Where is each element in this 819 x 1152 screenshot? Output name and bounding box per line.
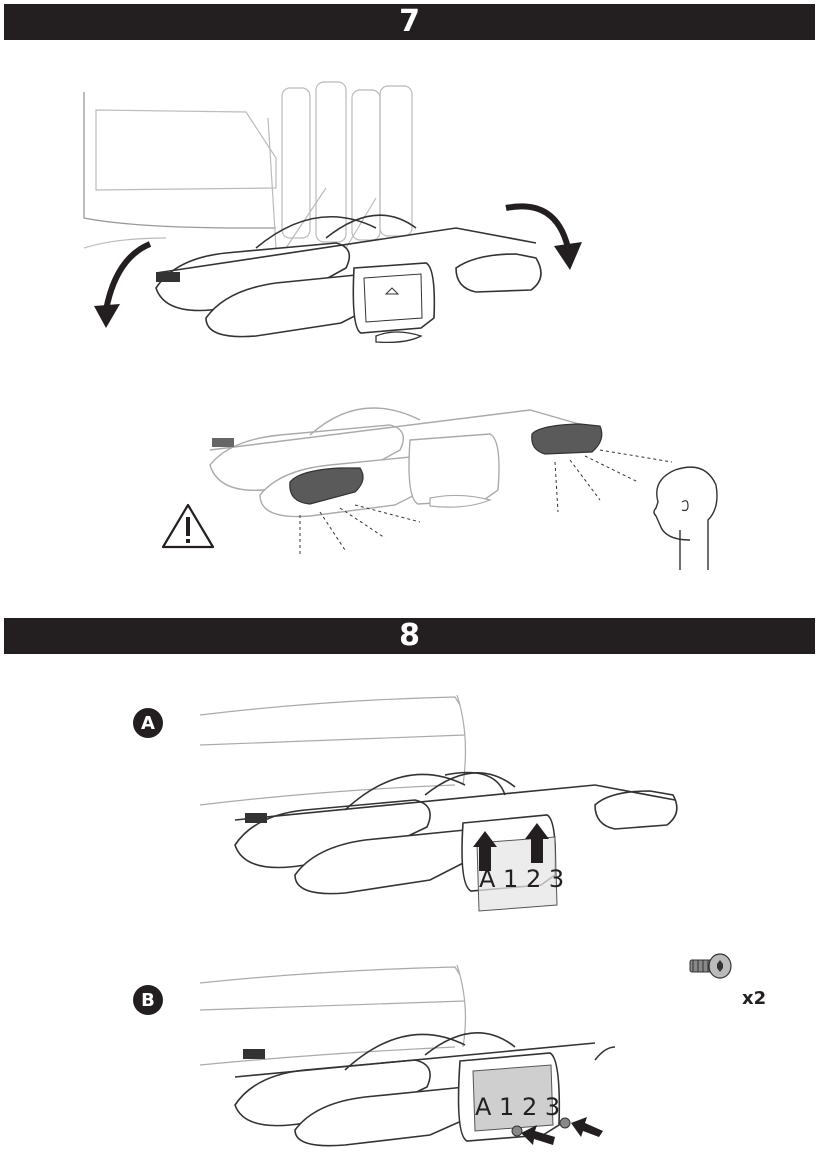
plate-screw-illustration: A 1 2 3	[199, 965, 615, 1147]
screw-icon	[689, 953, 732, 979]
sub-step-label: A	[141, 712, 155, 734]
step-8-header: 8	[4, 618, 815, 654]
step-7-header: 7	[4, 4, 815, 40]
step-number: 7	[399, 4, 420, 39]
screw-quantity: x2	[742, 988, 767, 1009]
plate-text: A 1 2 3	[475, 1093, 560, 1121]
lights-check-illustration	[209, 407, 718, 570]
sub-step-b-badge: B	[133, 985, 163, 1015]
plate-insert-illustration: A 1 2 3	[199, 695, 678, 912]
plate-text: A 1 2 3	[479, 865, 564, 893]
fold-down-illustration	[83, 81, 582, 344]
sub-step-label: B	[141, 989, 155, 1011]
sub-step-a-badge: A	[133, 708, 163, 738]
step-number: 8	[399, 618, 420, 653]
warning-icon	[161, 503, 215, 549]
